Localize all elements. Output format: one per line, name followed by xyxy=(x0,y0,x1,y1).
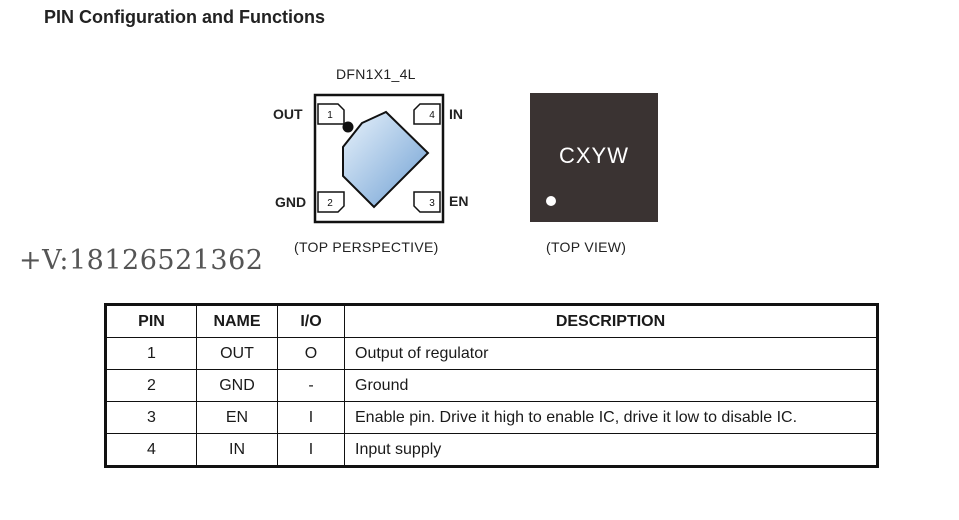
cell-description: Ground xyxy=(344,369,878,402)
table-row: 2 GND - Ground xyxy=(105,369,878,402)
pin-3-number: 3 xyxy=(429,198,435,209)
cell-description: Input supply xyxy=(344,433,878,467)
table-row: 3 EN I Enable pin. Drive it high to enab… xyxy=(105,401,878,434)
pin-2-pad xyxy=(317,191,345,213)
table-row: 1 OUT O Output of regulator xyxy=(105,337,878,370)
pin-label-gnd: GND xyxy=(275,194,307,210)
package-name: DFN1X1_4L xyxy=(336,66,416,82)
pin-4-number: 4 xyxy=(429,110,435,121)
cell-description: Enable pin. Drive it high to enable IC, … xyxy=(344,401,878,434)
table-row: 4 IN I Input supply xyxy=(105,433,878,467)
header-description: DESCRIPTION xyxy=(344,304,878,338)
cell-description: Output of regulator xyxy=(344,337,878,370)
cell-io: I xyxy=(277,401,345,434)
cell-io: O xyxy=(277,337,345,370)
package-perspective-diagram: 1 4 2 3 xyxy=(313,93,445,224)
perspective-caption: (TOP PERSPECTIVE) xyxy=(294,239,439,255)
pin-description-table: PIN NAME I/O DESCRIPTION 1 OUT O Output … xyxy=(104,303,879,468)
header-io: I/O xyxy=(277,304,345,338)
cell-io: - xyxy=(277,369,345,402)
cell-pin: 3 xyxy=(105,401,197,434)
pin-3-pad xyxy=(413,191,441,213)
section-title: PIN Configuration and Functions xyxy=(44,7,325,27)
cell-name: IN xyxy=(196,433,278,467)
pin-label-in: IN xyxy=(449,106,463,122)
pin-label-out: OUT xyxy=(273,106,303,122)
pin1-marker-dot xyxy=(342,121,354,133)
table-header-row: PIN NAME I/O DESCRIPTION xyxy=(105,304,878,338)
chip-top-view: CXYW xyxy=(530,93,658,222)
exposed-thermal-pad xyxy=(342,110,430,209)
contact-watermark: +V:18126521362 xyxy=(19,245,264,276)
header-name: NAME xyxy=(196,304,278,338)
top-view-caption: (TOP VIEW) xyxy=(546,239,627,255)
header-pin: PIN xyxy=(105,304,197,338)
cell-pin: 2 xyxy=(105,369,197,402)
chip-marking: CXYW xyxy=(559,143,629,168)
pin-4-pad xyxy=(413,103,441,125)
cell-name: EN xyxy=(196,401,278,434)
pin-1-pad xyxy=(317,103,345,125)
cell-name: GND xyxy=(196,369,278,402)
cell-pin: 1 xyxy=(105,337,197,370)
pin-2-number: 2 xyxy=(327,198,333,209)
pin-1-number: 1 xyxy=(327,110,333,121)
pin1-indicator-dot xyxy=(546,196,556,206)
cell-io: I xyxy=(277,433,345,467)
cell-name: OUT xyxy=(196,337,278,370)
pin-label-en: EN xyxy=(449,193,469,209)
cell-pin: 4 xyxy=(105,433,197,467)
